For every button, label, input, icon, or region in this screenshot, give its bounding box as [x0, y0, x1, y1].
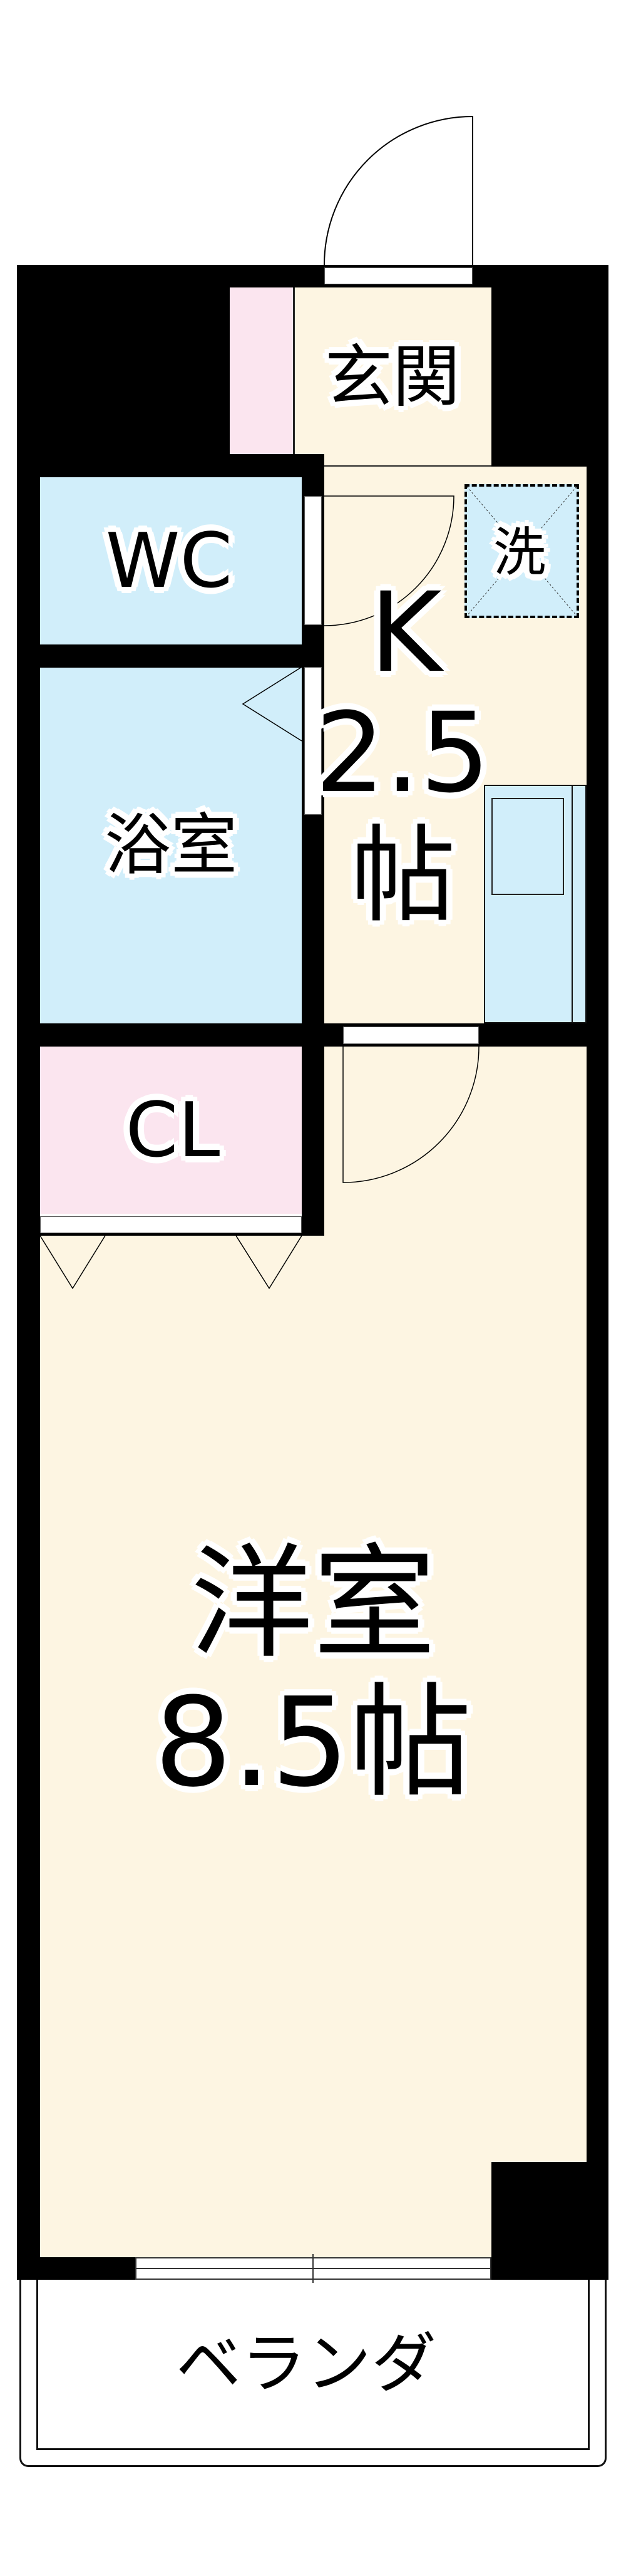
outer-wall-left	[17, 265, 40, 2280]
toilet-room	[40, 477, 302, 644]
entrance-door-frame[interactable]	[324, 267, 473, 284]
closet-sliding-door[interactable]	[40, 1216, 302, 1233]
wall-block-under-shoe-cabinet	[17, 454, 324, 478]
western-room-floor	[324, 1047, 587, 1236]
kitchen-sink	[491, 798, 564, 895]
bathroom	[40, 668, 302, 1023]
toilet-door[interactable]	[304, 496, 322, 625]
western-room-label: 洋室	[190, 1533, 436, 1675]
bath-door[interactable]	[304, 667, 322, 815]
western-room-floor-main	[40, 1236, 587, 2257]
entrance-floor-step	[324, 454, 491, 467]
balcony-window-center	[312, 2254, 314, 2283]
entrance-label: 玄関	[324, 338, 461, 416]
balcony-label: ベランダ	[175, 2325, 437, 2402]
kitchen-counter-divider	[572, 785, 573, 1023]
toilet-label: WC	[105, 518, 233, 605]
western-room-size-label: 8.5帖	[154, 1672, 472, 1814]
wall-block-top-right	[491, 265, 608, 477]
wall-block-top-left	[17, 265, 230, 478]
wall-mid-horizontal	[17, 1023, 608, 1047]
entrance-floor	[295, 287, 491, 454]
room-door[interactable]	[343, 1027, 479, 1044]
bath-folding-door-icon	[242, 666, 302, 742]
room-door-swing-icon	[342, 1046, 480, 1183]
kitchen-floor-upper	[324, 467, 491, 477]
wall-wc-bath	[17, 644, 324, 668]
closet-folding-door-icon	[39, 1235, 302, 1290]
shoe-cabinet	[230, 287, 293, 454]
outer-wall-right	[587, 265, 608, 2280]
closet	[40, 1047, 302, 1214]
wall-closet-bottom-line	[40, 1233, 302, 1236]
closet-label: CL	[125, 1087, 220, 1174]
entrance-door-swing-icon	[324, 115, 473, 266]
kitchen-label-k: K	[369, 569, 442, 697]
toilet-door-swing-icon	[324, 495, 454, 626]
laundry-label: 洗	[493, 522, 546, 583]
shoe-cabinet-edge	[293, 287, 295, 454]
balcony-inner-rail	[36, 2280, 590, 2450]
kitchen-label-unit: 帖	[351, 814, 456, 937]
balcony-outer-rail	[19, 2280, 607, 2467]
entrance-step-line	[324, 465, 491, 467]
kitchen-label-size: 2.5	[315, 689, 490, 817]
bath-label: 浴室	[105, 807, 237, 884]
